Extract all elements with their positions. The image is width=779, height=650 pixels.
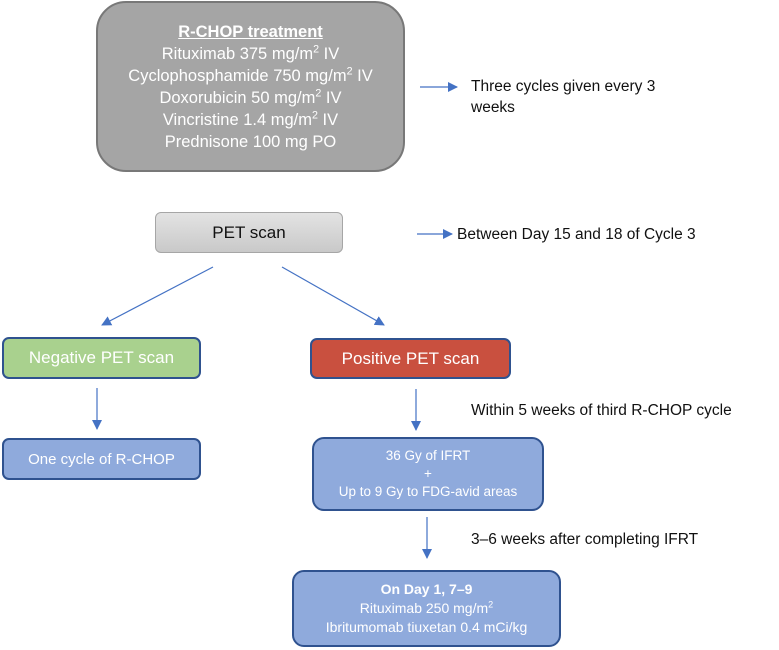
pet-scan-box: PET scan (155, 212, 343, 253)
rchop-title: R-CHOP treatment (178, 22, 323, 41)
rchop-line: Doxorubicin 50 mg/m2 IV (159, 87, 342, 107)
positive-pet-box: Positive PET scan (310, 338, 511, 379)
note-line: weeks (471, 99, 515, 116)
one-cycle-rchop-box: One cycle of R-CHOP (2, 438, 201, 480)
arrow-pet-to-negative (101, 266, 214, 326)
ifrt-timing-note: Within 5 weeks of third R-CHOP cycle (471, 402, 732, 419)
rchop-line: Vincristine 1.4 mg/m2 IV (162, 109, 339, 129)
rchop-line: Prednisone 100 mg PO (164, 132, 337, 151)
rchop-cycles-note: Three cycles given every 3 weeks (471, 76, 655, 118)
ibritumomab-title: On Day 1, 7–9 (380, 581, 473, 597)
ibritumomab-box: On Day 1, 7–9 Rituximab 250 mg/m2 Ibritu… (292, 570, 561, 647)
ibritumomab-line: Rituximab 250 mg/m2 (359, 599, 494, 616)
pet-timing-note: Between Day 15 and 18 of Cycle 3 (457, 226, 696, 243)
ifrt-line: Up to 9 Gy to FDG-avid areas (338, 484, 518, 499)
ibritumomab-timing-note: 3–6 weeks after completing IFRT (471, 531, 699, 548)
ifrt-box: 36 Gy of IFRT + Up to 9 Gy to FDG-avid a… (312, 437, 544, 511)
pet-scan-label: PET scan (212, 222, 286, 242)
note-line: Three cycles given every 3 (471, 78, 656, 95)
one-cycle-label: One cycle of R-CHOP (28, 450, 175, 468)
ifrt-plus: + (424, 466, 432, 481)
negative-pet-label: Negative PET scan (28, 348, 175, 367)
ifrt-line: 36 Gy of IFRT (385, 448, 471, 463)
arrow-pet-to-positive (281, 266, 385, 326)
rchop-treatment-box: R-CHOP treatment Rituximab 375 mg/m2 IV … (96, 1, 405, 172)
ibritumomab-line: Ibritumomab tiuxetan 0.4 mCi/kg (325, 619, 528, 635)
negative-pet-box: Negative PET scan (2, 337, 201, 379)
rchop-line: Rituximab 375 mg/m2 IV (161, 43, 340, 63)
rchop-line: Cyclophosphamide 750 mg/m2 IV (128, 65, 373, 85)
positive-pet-label: Positive PET scan (341, 348, 480, 368)
